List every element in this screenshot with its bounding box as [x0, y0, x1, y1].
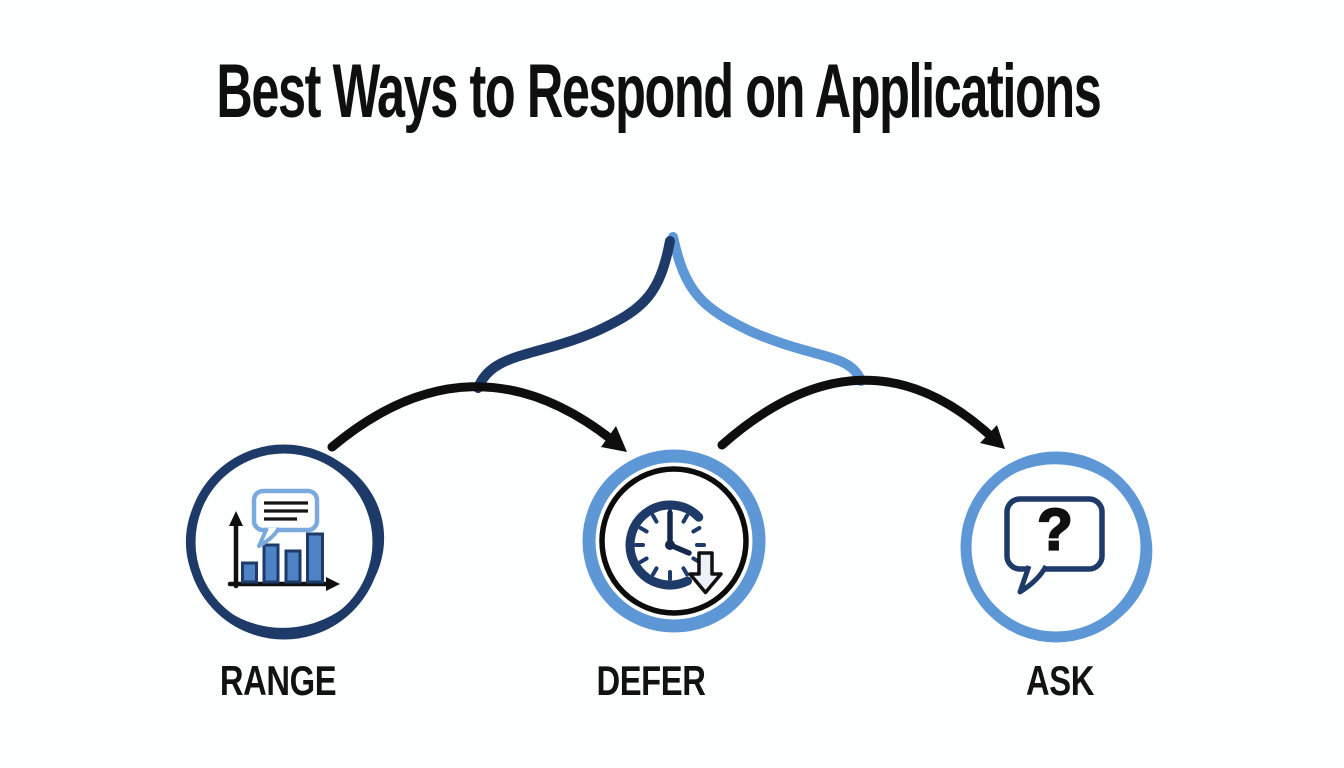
bar-chart-with-speech-bubble-icon — [227, 488, 340, 591]
defer-circle — [582, 449, 766, 633]
clock-with-down-arrow-icon — [625, 500, 723, 595]
chart-x-arrowhead-icon — [326, 577, 340, 591]
chart-bar-4 — [306, 532, 324, 584]
branch-curve-left — [473, 236, 675, 393]
arrow-range-to-defer — [327, 382, 627, 452]
page-title-text: Best Ways to Respond on Applications — [216, 48, 1101, 134]
ask-circle — [960, 451, 1153, 643]
range-ring-sketch — [185, 447, 385, 633]
arrow-shaft — [327, 382, 617, 452]
arrow-shaft — [717, 375, 1000, 450]
defer-ring-inner — [599, 466, 749, 616]
arrowhead-icon — [980, 425, 1005, 449]
range-circle — [185, 444, 385, 640]
clock-arc — [625, 500, 704, 590]
arrowhead-icon — [601, 426, 627, 452]
down-arrow-icon — [688, 551, 723, 595]
ask-bubble-tail — [1017, 564, 1049, 595]
page-title: Best Ways to Respond on Applications — [0, 49, 1316, 133]
clock-center-dot — [665, 540, 675, 550]
node-label-range: RANGE — [219, 657, 337, 704]
ask-ring-sketch — [961, 459, 1153, 639]
arrow-defer-to-ask — [717, 375, 1005, 450]
node-label-defer: DEFER — [596, 657, 706, 704]
chart-bar-2 — [262, 543, 280, 584]
defer-ring-outer — [582, 449, 766, 633]
ask-bubble — [1004, 496, 1105, 572]
chart-y-arrowhead-icon — [229, 511, 243, 526]
branch-curve-right — [668, 232, 866, 386]
question-mark-glyph: ? — [1036, 497, 1074, 563]
chart-speech-bubble-tail — [257, 526, 281, 548]
chart-bar-1 — [241, 561, 258, 584]
chart-bar-3 — [284, 549, 302, 584]
node-label-ask: ASK — [1025, 657, 1095, 704]
speech-bubble-question-icon — [1004, 496, 1105, 595]
